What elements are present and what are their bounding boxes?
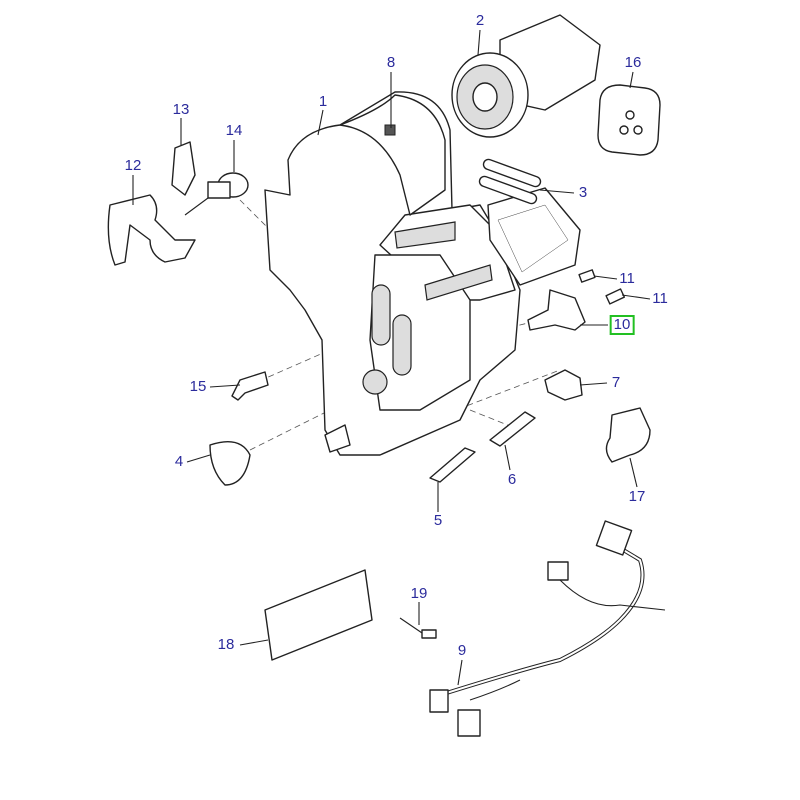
leader-lines [132, 29, 651, 686]
screw-part-11b [605, 288, 626, 305]
heater-matrix-part-3 [478, 158, 581, 286]
callout-6[interactable]: 6 [507, 471, 517, 488]
callout-12[interactable]: 12 [124, 157, 142, 174]
screw-part-11a [578, 269, 596, 283]
callout-15[interactable]: 15 [189, 378, 207, 395]
callout-17[interactable]: 17 [628, 488, 646, 505]
callout-1[interactable]: 1 [318, 93, 328, 110]
seal-pad-part-16 [597, 84, 661, 156]
callout-5[interactable]: 5 [433, 512, 443, 529]
blower-motor-part-2 [451, 14, 601, 138]
actuator-part-14 [184, 172, 249, 216]
resistor-part-10 [527, 289, 586, 331]
callout-19[interactable]: 19 [410, 585, 428, 602]
seal-part-6 [489, 411, 536, 447]
heater-housing-part-1 [264, 91, 521, 456]
callout-9[interactable]: 9 [457, 642, 467, 659]
filter-panel-part-18 [264, 569, 373, 661]
flap-part-4 [209, 441, 251, 486]
callout-16[interactable]: 16 [624, 54, 642, 71]
clip-part-13 [171, 141, 196, 196]
callout-10[interactable]: 10 [609, 315, 635, 335]
clip-part-7 [544, 369, 583, 401]
sensor-part-19 [399, 617, 437, 639]
callout-18[interactable]: 18 [217, 636, 235, 653]
callout-3[interactable]: 3 [578, 184, 588, 201]
wiring-harness-part-9 [429, 520, 666, 737]
seal-part-5 [429, 447, 476, 483]
callout-14[interactable]: 14 [225, 122, 243, 139]
callout-11b[interactable]: 11 [652, 290, 668, 307]
sensor-part-15 [231, 371, 269, 401]
callout-8[interactable]: 8 [386, 54, 396, 71]
duct-part-17 [605, 407, 651, 463]
callout-2[interactable]: 2 [475, 12, 485, 29]
bracket-part-12 [107, 194, 196, 266]
callout-13[interactable]: 13 [172, 101, 190, 118]
callout-7[interactable]: 7 [611, 374, 621, 391]
callout-11a[interactable]: 11 [619, 270, 635, 287]
callout-4[interactable]: 4 [174, 453, 184, 470]
